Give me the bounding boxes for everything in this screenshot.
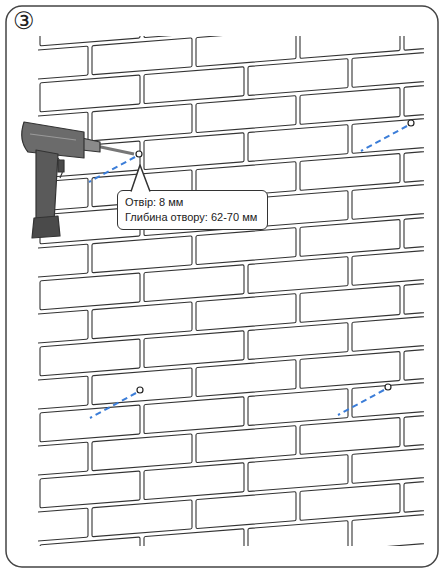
brick: [404, 277, 424, 314]
brick: [300, 88, 400, 125]
brick: [352, 182, 424, 219]
callout-text: Отвір: 8 мм: [125, 195, 260, 210]
brick: [404, 36, 424, 50]
brick: [352, 314, 424, 351]
brick: [144, 331, 244, 368]
brick: [92, 500, 192, 537]
brick: [248, 59, 348, 96]
brick: [196, 36, 296, 67]
brick: [300, 220, 400, 257]
brick: [248, 125, 348, 162]
brick: [38, 310, 88, 347]
brick: [196, 492, 296, 529]
brick: [300, 36, 400, 58]
callout-box: Отвір: 8 ммГлибина отвору: 62-70 мм: [117, 190, 268, 230]
drill-axis: [90, 393, 136, 418]
brick: [404, 343, 424, 380]
hole: [385, 384, 391, 390]
step-number: ③: [13, 7, 35, 35]
drill-holes: [89, 120, 414, 418]
brick: [404, 541, 424, 546]
brick: [404, 475, 424, 512]
brick: [196, 360, 296, 397]
brick: [92, 104, 192, 141]
brick: [248, 257, 348, 294]
brick: [40, 75, 140, 112]
brick: [300, 352, 400, 389]
brick: [196, 228, 296, 265]
brick: [300, 154, 400, 191]
brick: [144, 397, 244, 434]
drill-axis: [89, 157, 135, 182]
callout-text: Глибина отвору: 62-70 мм: [125, 210, 260, 225]
brick: [404, 79, 424, 116]
brick: [92, 434, 192, 471]
brick: [38, 376, 88, 413]
callout-pointer: [128, 163, 158, 193]
frame: [6, 6, 438, 567]
brick: [404, 409, 424, 446]
brick: [300, 418, 400, 455]
brick: [144, 529, 244, 546]
brick: [92, 302, 192, 339]
brick: [248, 323, 348, 360]
brick: [144, 463, 244, 500]
brick: [40, 537, 140, 546]
brick: [38, 244, 88, 281]
brick: [144, 265, 244, 302]
brick: [92, 236, 192, 273]
brick: [40, 339, 140, 376]
brick-wall: [38, 36, 424, 546]
brick: [248, 455, 348, 492]
brick: [300, 484, 400, 521]
brick: [38, 442, 88, 479]
brick: [144, 67, 244, 104]
brick: [352, 380, 424, 417]
brick: [38, 46, 88, 83]
brick: [40, 405, 140, 442]
brick: [404, 211, 424, 248]
brick: [404, 145, 424, 182]
brick: [352, 248, 424, 285]
brick: [40, 471, 140, 508]
brick: [38, 508, 88, 545]
brick: [196, 96, 296, 133]
drill-axis: [338, 390, 384, 415]
brick: [92, 368, 192, 405]
brick: [352, 446, 424, 483]
brick: [352, 116, 424, 153]
brick: [248, 521, 348, 546]
drill-axis: [361, 126, 407, 151]
hole: [136, 151, 142, 157]
brick: [248, 389, 348, 426]
hole: [137, 387, 143, 393]
hole: [408, 120, 414, 126]
brick: [196, 294, 296, 331]
brick: [352, 50, 424, 87]
brick: [300, 286, 400, 323]
brick: [144, 133, 244, 170]
brick: [40, 273, 140, 310]
brick: [92, 38, 192, 75]
brick: [196, 426, 296, 463]
brick: [352, 512, 424, 546]
